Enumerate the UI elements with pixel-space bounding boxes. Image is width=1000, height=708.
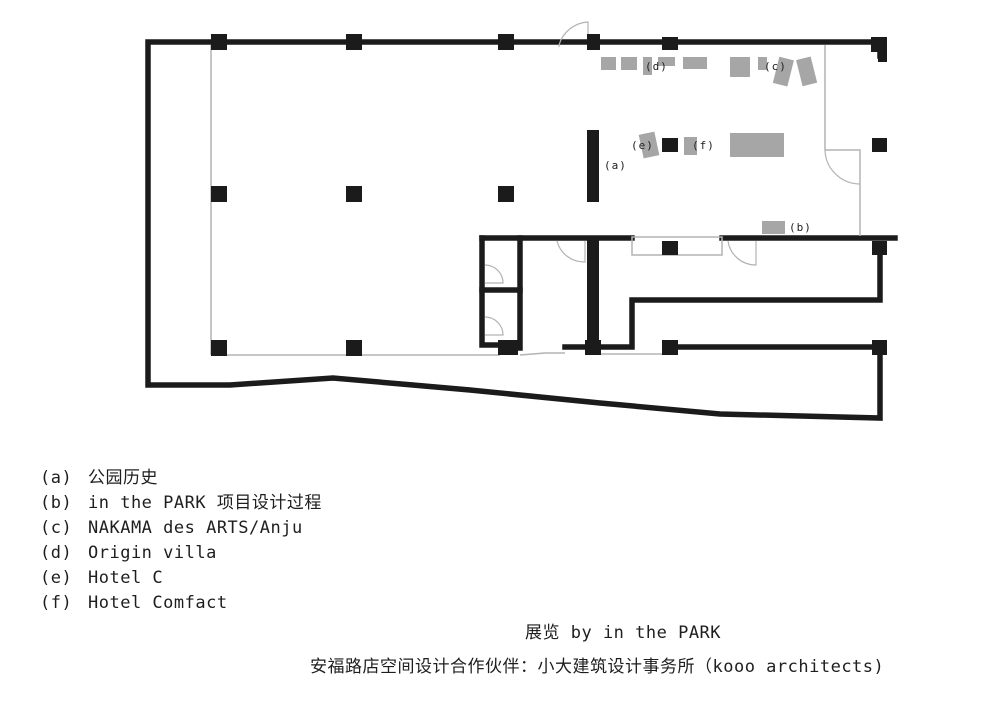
legend-label: in the PARK 项目设计过程 [88,493,322,513]
legend-label: Hotel C [88,568,164,588]
exhibit-f-hotel-comfact [684,133,784,157]
plan-label-a: (a) [604,159,627,172]
door-restroom-2 [484,316,504,336]
exhibit-d-origin-villa [601,57,707,75]
legend-key: (e) [40,568,73,588]
plan-label-e: (e) [631,139,654,152]
legend-item-b: (b) in the PARK 项目设计过程 [40,491,322,516]
restroom-wall [479,235,503,348]
legend-key: (d) [40,543,73,563]
plan-label-b: (b) [789,221,812,234]
center-wall [587,240,599,352]
legend: (a) 公园历史 (b) in the PARK 项目设计过程 (c) NAKA… [40,466,322,616]
outer-wall [145,39,883,421]
legend-item-f: (f) Hotel Comfact [40,591,322,616]
exhibit-e-hotel-c [638,131,660,159]
east-partition [824,45,861,236]
design-partner-credit: 安福路店空间设计合作伙伴：小大建筑设计事务所（kooo architects) [310,657,885,677]
door-corridor-right [727,240,757,266]
door-restroom-1 [484,264,504,284]
exhibit-b-project [762,221,785,234]
legend-item-e: (e) Hotel C [40,566,322,591]
door-corridor [556,240,586,263]
legend-label: Hotel Comfact [88,593,228,613]
legend-item-a: (a) 公园历史 [40,466,322,491]
door-top [558,21,589,47]
legend-item-c: (c) NAKAMA des ARTS/Anju [40,516,322,541]
exhibition-credit: 展览 by in the PARK [525,623,722,643]
plan-label-d: (d) [645,60,668,73]
exhibit-c-nakama [730,56,818,87]
legend-label: NAKAMA des ARTS/Anju [88,518,303,538]
plan-label-f: (f) [692,139,715,152]
south-glass-line-2 [519,352,565,356]
exhibit-a-panel [587,130,599,202]
legend-label: 公园历史 [88,468,158,488]
legend-key: (b) [40,493,73,513]
structural-columns [211,34,887,356]
corridor-arm-wall [587,243,883,350]
legend-item-d: (d) Origin villa [40,541,322,566]
legend-key: (c) [40,518,73,538]
legend-key: (a) [40,468,73,488]
legend-label: Origin villa [88,543,217,563]
floor-plan: (d) (c) (e) (f) (a) (b) [145,21,898,421]
plan-label-c: (c) [764,60,787,73]
legend-key: (f) [40,593,73,613]
door-east [824,149,861,185]
